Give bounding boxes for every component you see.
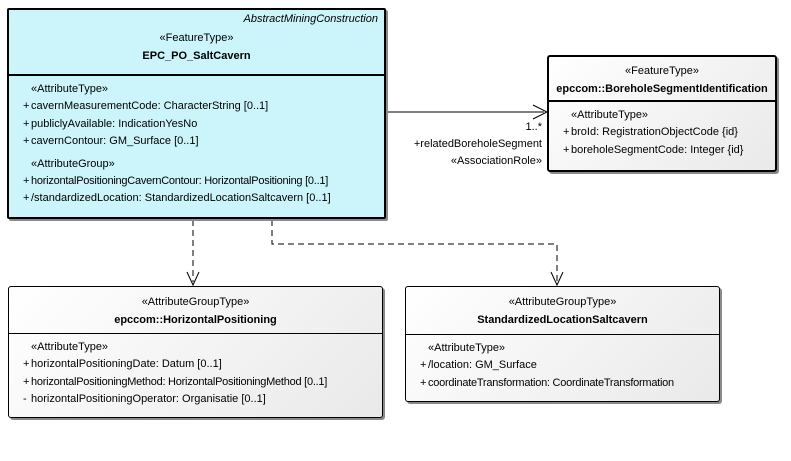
attribute-text: cavernContour: GM_Surface [0..1] [31, 135, 199, 147]
class-header: AbstractMiningConstruction «FeatureType»… [9, 10, 384, 76]
attribute-text: publiclyAvailable: IndicationYesNo [31, 117, 198, 130]
association-end-labels: 1..* +relatedBoreholeSegment «Associatio… [380, 119, 542, 170]
attribute-compartment: «AttributeType» + cavernMeasurementCode:… [9, 76, 384, 208]
visibility-symbol: + [23, 375, 30, 388]
dependency-standardizedLocation[interactable] [271, 220, 564, 287]
visibility-symbol: + [563, 143, 570, 156]
visibility-symbol: + [563, 126, 570, 138]
attribute-compartment: «AttributeType» + /location: GM_Surface … [406, 335, 719, 392]
association-relatedBoreholeSegment[interactable] [386, 104, 549, 120]
section-heading: «AttributeType» [428, 342, 506, 354]
class-header: «AttributeGroupType» epccom::HorizontalP… [9, 287, 382, 334]
class-header: «AttributeGroupType» StandardizedLocatio… [406, 287, 719, 335]
class-name: epccom::HorizontalPositioning [114, 314, 277, 326]
parent-class-label: AbstractMiningConstruction [243, 13, 378, 25]
visibility-symbol: + [420, 376, 427, 389]
visibility-symbol: + [23, 358, 30, 370]
visibility-symbol: + [23, 117, 30, 130]
attribute-text: horizontalPositioningOperator: Organisat… [31, 393, 266, 405]
association-stereotype: «AssociationRole» [450, 155, 542, 167]
attribute-row[interactable]: + coordinateTransformation: CoordinateTr… [406, 375, 717, 393]
attribute-text: horizontalPositioningDate: Datum [0..1] [31, 358, 222, 370]
attribute-row[interactable]: + horizontalPositioningMethod: Horizonta… [9, 374, 380, 392]
visibility-symbol: + [23, 192, 30, 204]
open-arrowhead-icon [550, 271, 564, 287]
section-heading: «AttributeGroup» [31, 157, 115, 170]
visibility-symbol: - [23, 393, 27, 405]
open-arrowhead-icon [186, 271, 200, 287]
attribute-row[interactable]: + /standardizedLocation: StandardizedLoc… [9, 190, 382, 208]
attribute-row[interactable]: + /location: GM_Surface [406, 357, 717, 375]
class-borehole-segment-identification[interactable]: «FeatureType» epccom::BoreholeSegmentIde… [547, 55, 777, 172]
section-heading: «AttributeType» [31, 341, 109, 353]
attribute-row[interactable]: + boreholeSegmentCode: Integer {id} [549, 142, 773, 160]
attribute-text: cavernMeasurementCode: CharacterString [… [31, 100, 269, 112]
association-role-name: +relatedBoreholeSegment [413, 138, 542, 150]
section-heading: «AttributeType» [31, 83, 109, 95]
attribute-text: horizontalPositioningCavernContour: Hori… [31, 174, 329, 187]
class-horizontal-positioning[interactable]: «AttributeGroupType» epccom::HorizontalP… [8, 286, 383, 418]
dependency-horizontalPositioning[interactable] [186, 220, 200, 287]
attribute-row[interactable]: + horizontalPositioningDate: Datum [0..1… [9, 356, 380, 374]
class-standardized-location-saltcavern[interactable]: «AttributeGroupType» StandardizedLocatio… [405, 286, 720, 402]
visibility-symbol: + [420, 359, 427, 371]
visibility-symbol: + [23, 174, 30, 187]
attribute-compartment: «AttributeType» + horizontalPositioningD… [9, 334, 382, 409]
class-epc-po-saltcavern[interactable]: AbstractMiningConstruction «FeatureType»… [7, 8, 386, 219]
stereotype-label: «FeatureType» [625, 65, 699, 77]
attribute-text: horizontalPositioningMethod: HorizontalP… [31, 375, 328, 388]
attribute-row[interactable]: - horizontalPositioningOperator: Organis… [9, 391, 380, 409]
attribute-compartment: «AttributeType» + broId: RegistrationObj… [549, 102, 775, 159]
stereotype-label: «AttributeGroupType» [508, 296, 617, 308]
class-name: epccom::BoreholeSegmentIdentification [556, 83, 768, 95]
association-multiplicity: 1..* [525, 121, 542, 133]
attribute-row[interactable]: + broId: RegistrationObjectCode {id} [549, 124, 773, 142]
attribute-text: boreholeSegmentCode: Integer {id} [571, 143, 744, 156]
attribute-text: coordinateTransformation: CoordinateTran… [428, 376, 674, 389]
attribute-row[interactable]: + cavernMeasurementCode: CharacterString… [9, 98, 382, 116]
stereotype-label: «AttributeGroupType» [141, 296, 250, 308]
section-heading: «AttributeType» [571, 109, 649, 121]
attribute-text: /standardizedLocation: StandardizedLocat… [31, 192, 331, 204]
attribute-row[interactable]: + publiclyAvailable: IndicationYesNo [9, 116, 382, 134]
stereotype-label: «FeatureType» [159, 32, 234, 44]
class-name: StandardizedLocationSaltcavern [477, 314, 648, 326]
attribute-row[interactable]: + horizontalPositioningCavernContour: Ho… [9, 173, 382, 191]
class-header: «FeatureType» epccom::BoreholeSegmentIde… [549, 57, 775, 102]
attribute-text: /location: GM_Surface [428, 359, 537, 371]
class-name: EPC_PO_SaltCavern [142, 50, 251, 62]
visibility-symbol: + [23, 100, 30, 112]
visibility-symbol: + [23, 135, 30, 147]
attribute-text: broId: RegistrationObjectCode {id} [571, 126, 738, 138]
attribute-row[interactable]: + cavernContour: GM_Surface [0..1] [9, 133, 382, 151]
